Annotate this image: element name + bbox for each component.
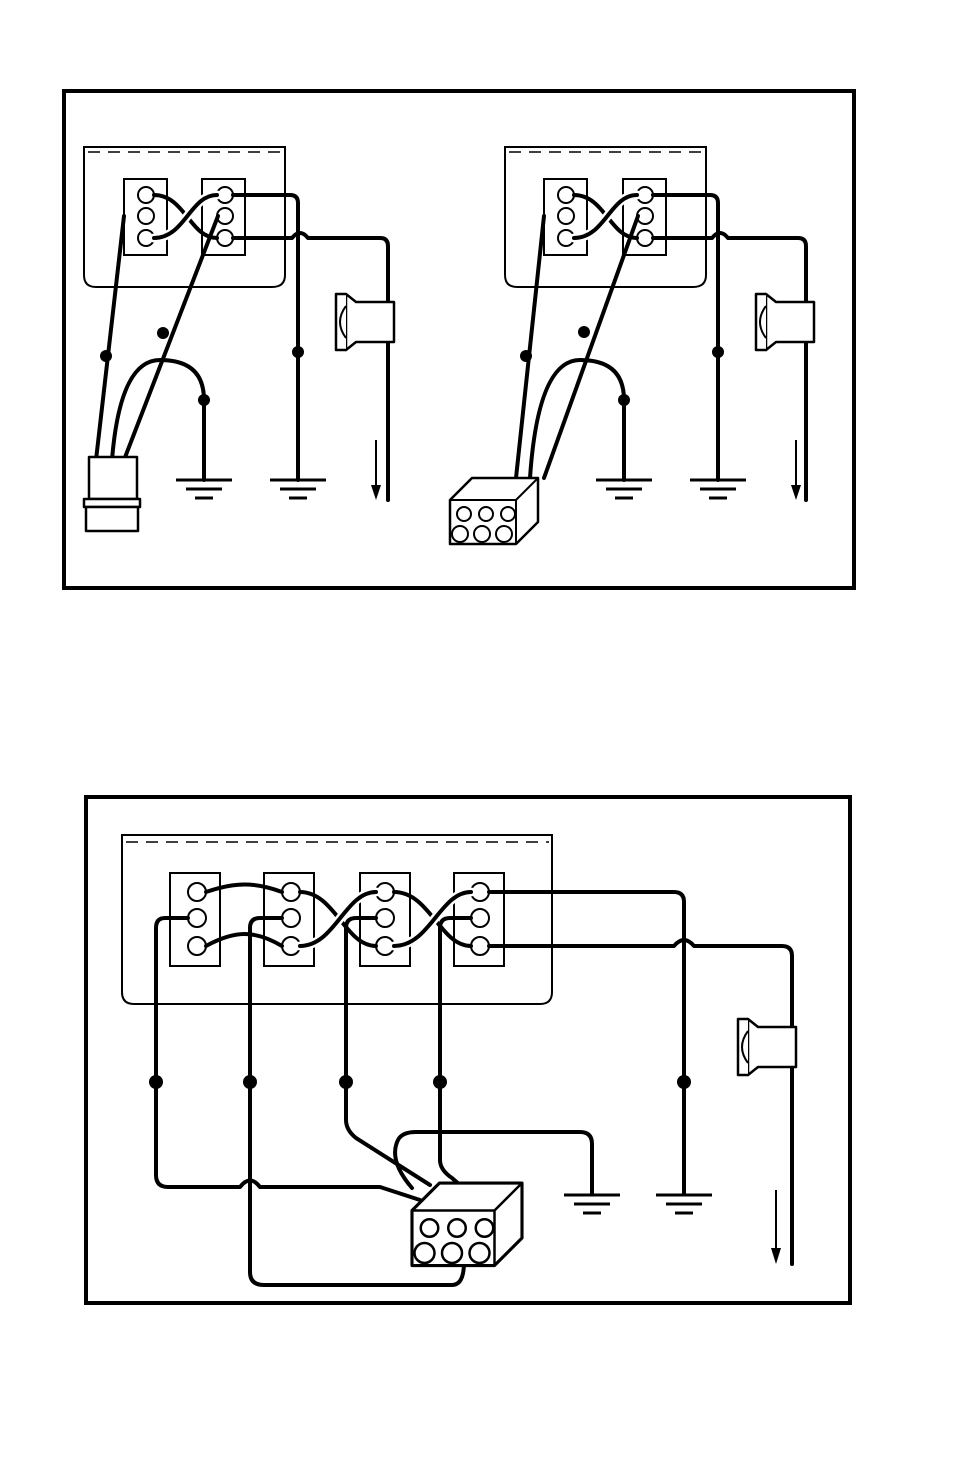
junction-dot	[520, 350, 532, 362]
junction-dot	[677, 1075, 691, 1089]
six-pin-connector	[412, 1183, 522, 1266]
terminal-screw	[282, 909, 300, 927]
sensor-icon	[738, 1019, 796, 1075]
terminal-screw	[637, 230, 653, 246]
junction-dot	[149, 1075, 163, 1089]
panel-top-right	[450, 147, 814, 544]
terminal-screw	[558, 187, 574, 203]
six-pin-connector	[450, 478, 538, 544]
wire	[233, 233, 388, 500]
terminal-screw	[138, 187, 154, 203]
junction-dot	[339, 1075, 353, 1089]
terminal-screw	[188, 937, 206, 955]
junction-dot	[712, 346, 724, 358]
junction-dot	[198, 394, 210, 406]
terminal-screw	[471, 937, 489, 955]
junction-dot	[292, 346, 304, 358]
ground-symbol	[564, 1195, 620, 1213]
ground-symbol	[176, 480, 232, 498]
terminal-screw	[217, 230, 233, 246]
panel-bottom	[86, 797, 850, 1303]
wire	[489, 892, 684, 1194]
round-plug-connector	[84, 457, 140, 531]
ground-symbol	[596, 480, 652, 498]
sensor-icon	[336, 294, 394, 350]
junction-dot	[578, 326, 590, 338]
junction-dot	[100, 350, 112, 362]
arrow-head-icon	[771, 1248, 781, 1264]
terminal-screw	[558, 208, 574, 224]
terminal-screw	[188, 883, 206, 901]
terminal-screw	[471, 909, 489, 927]
junction-dot	[433, 1075, 447, 1089]
terminal-screw	[188, 909, 206, 927]
ground-symbol	[690, 480, 746, 498]
terminal-screw	[376, 909, 394, 927]
wire	[530, 360, 624, 480]
terminal-screw	[282, 883, 300, 901]
sensor-icon	[756, 294, 814, 350]
ground-symbol	[270, 480, 326, 498]
junction-dot	[243, 1075, 257, 1089]
arrow-head-icon	[791, 485, 801, 500]
junction-dot	[618, 394, 630, 406]
wire	[96, 216, 124, 460]
ground-symbol	[656, 1195, 712, 1213]
wire	[653, 233, 806, 500]
arrow-head-icon	[371, 485, 381, 500]
wire	[516, 216, 544, 478]
wire	[489, 940, 792, 1264]
junction-dot	[157, 327, 169, 339]
terminal-screw	[138, 208, 154, 224]
